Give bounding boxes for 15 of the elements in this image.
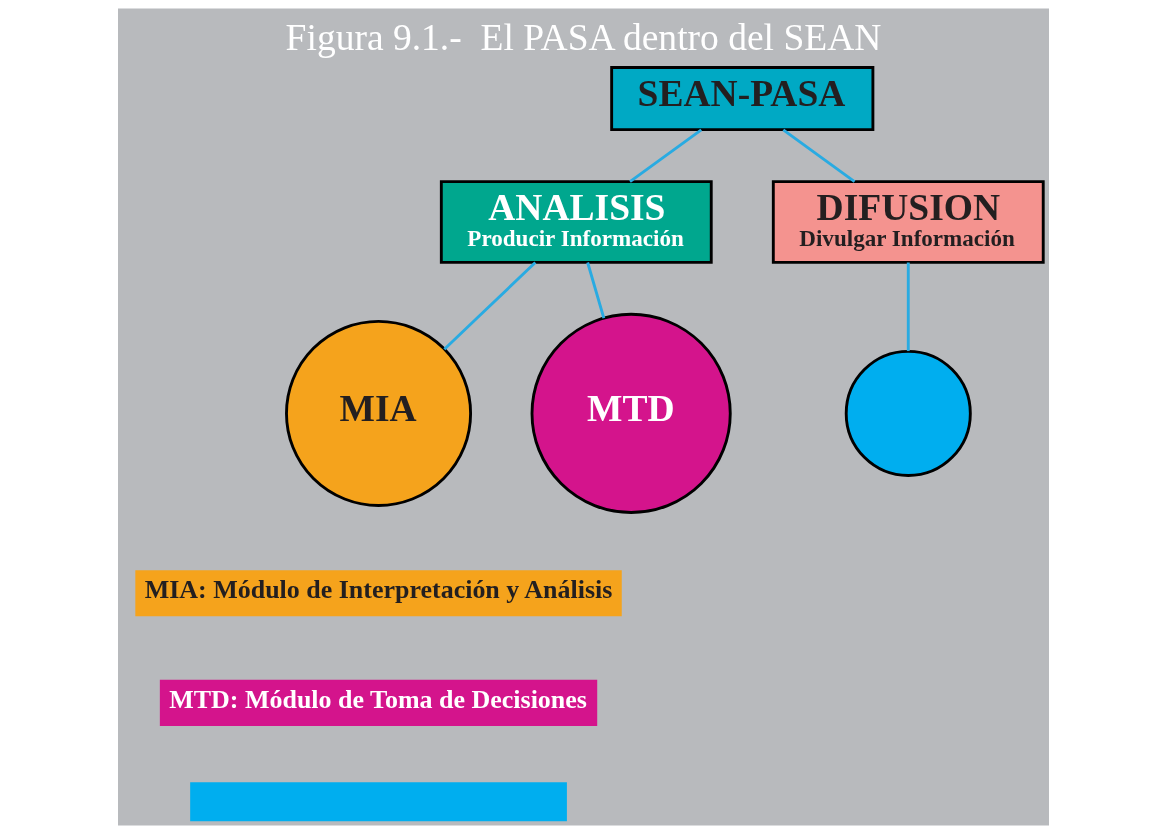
node-circle — [844, 349, 972, 477]
connector — [442, 261, 536, 351]
diagram-title: Figura 9.1.- El PASA dentro del SEAN — [285, 16, 881, 58]
connector — [781, 128, 855, 183]
legend-label: MIA: Módulo de Interpretación y Análisis — [144, 575, 612, 605]
node-box: DIFUSION Divulgar Información — [771, 180, 1045, 264]
node-circle: MTD — [530, 312, 732, 514]
connector — [906, 262, 910, 352]
node-circle: MIA — [284, 319, 472, 507]
connector — [628, 128, 702, 183]
connector — [585, 262, 605, 319]
node-box: SEAN-PASA — [609, 66, 874, 132]
node-box: ANALISIS Producir Información — [439, 180, 713, 264]
node-bar — [189, 782, 567, 822]
legend-label: MTD: Módulo de Toma de Decisiones — [168, 684, 587, 714]
